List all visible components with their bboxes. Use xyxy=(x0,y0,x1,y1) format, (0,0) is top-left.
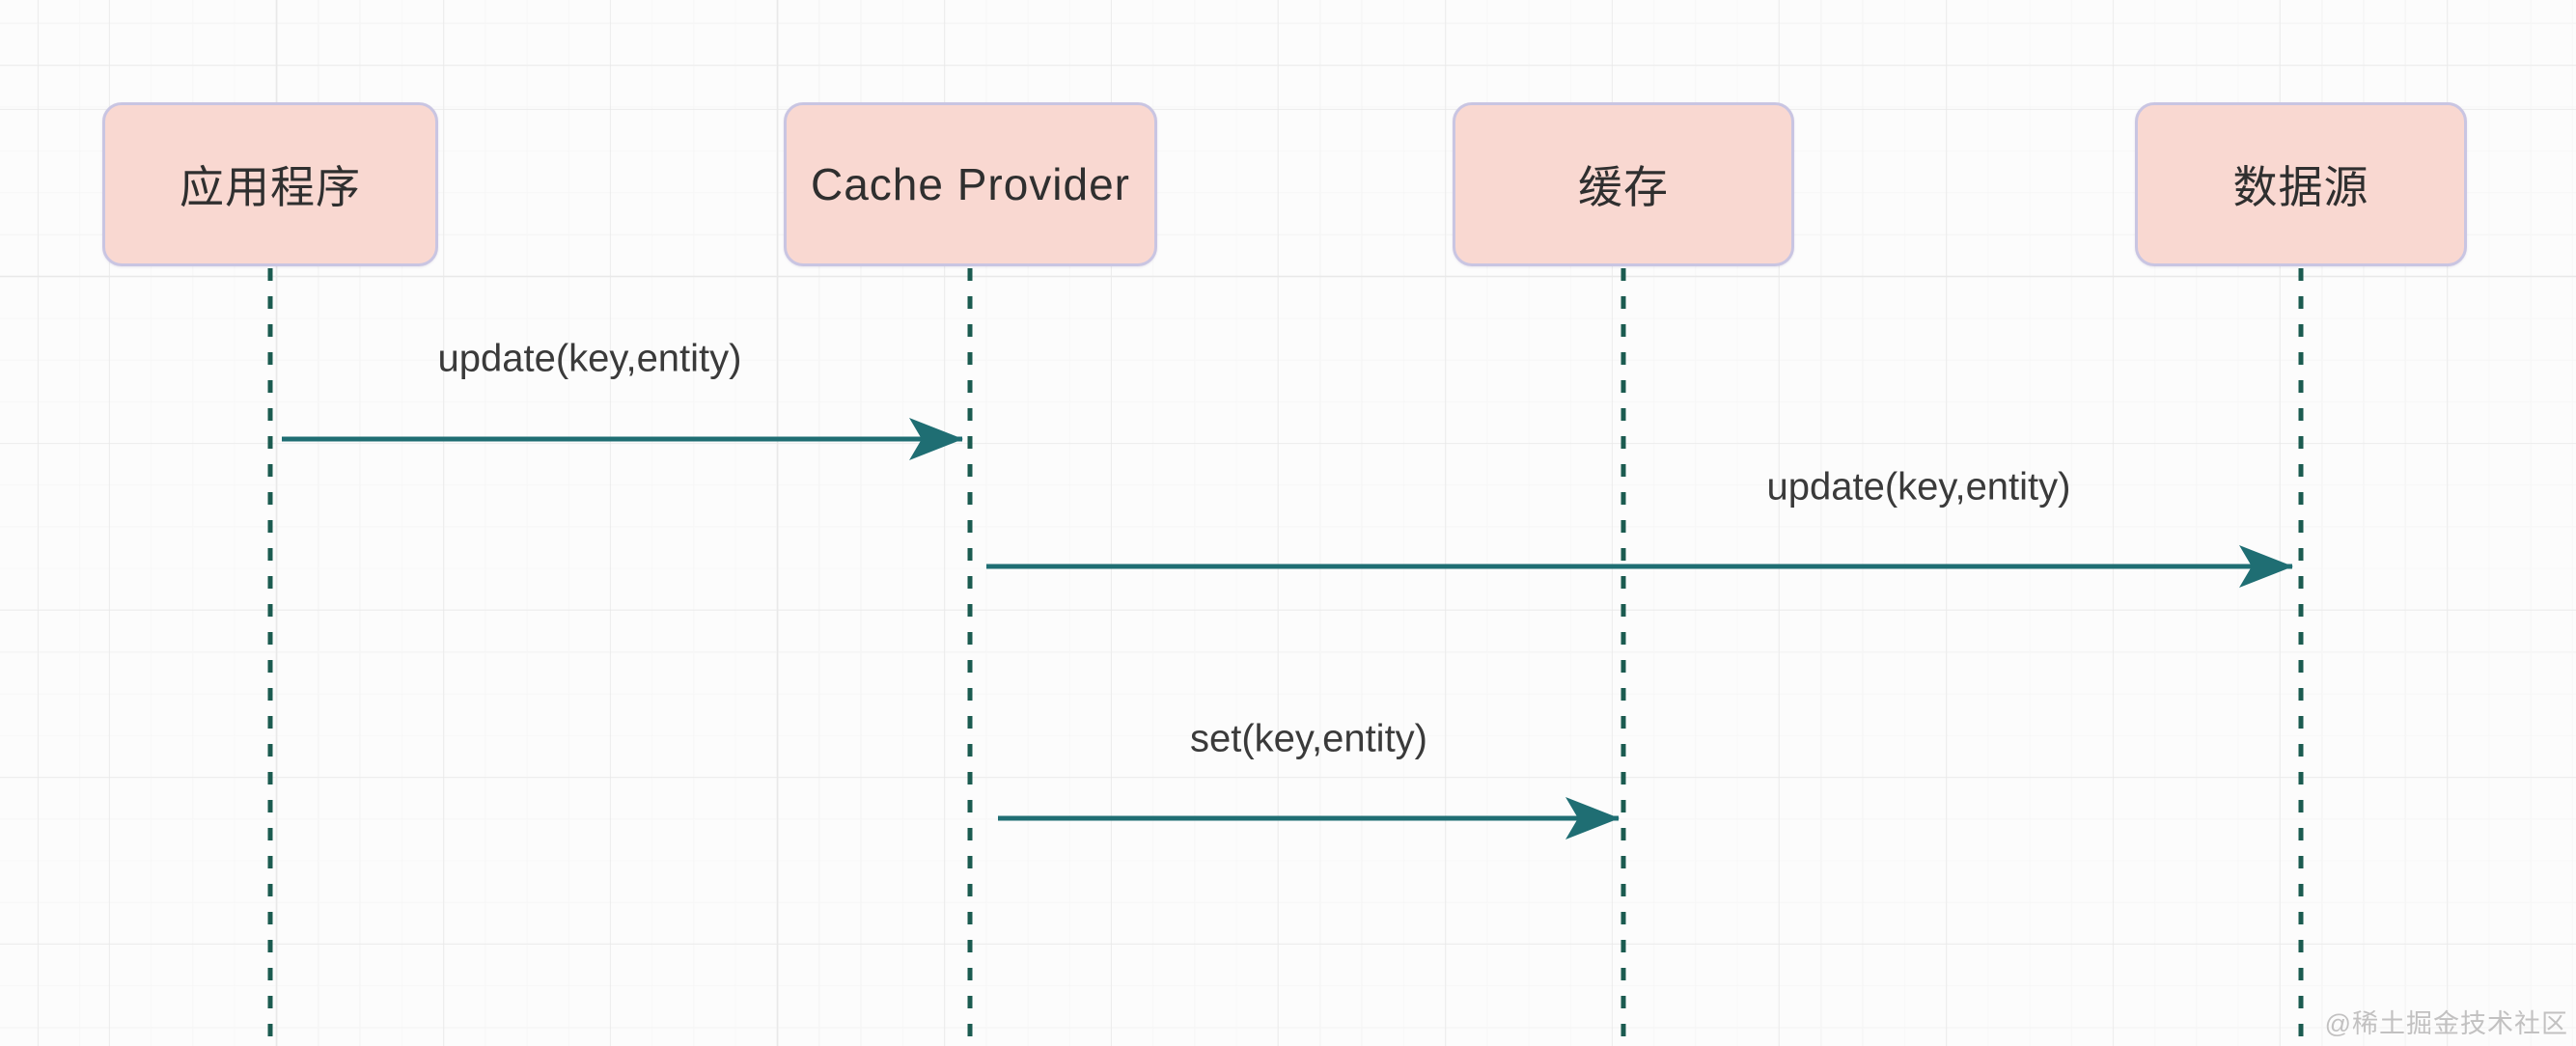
message-label-update-2: update(key,entity) xyxy=(1766,465,2071,509)
actor-label: Cache Provider xyxy=(810,159,1131,209)
actor-label: 应用程序 xyxy=(180,162,361,212)
watermark-text: @稀土掘金技术社区 xyxy=(2324,1009,2568,1038)
actor-label: 缓存 xyxy=(1578,162,1669,212)
actor-box-application: 应用程序 xyxy=(102,102,438,266)
message-label-set: set(key,entity) xyxy=(1190,717,1427,760)
actor-box-cache-provider: Cache Provider xyxy=(784,102,1157,266)
actor-box-data-source: 数据源 xyxy=(2135,102,2467,266)
message-label-update-1: update(key,entity) xyxy=(437,337,742,380)
actor-box-cache: 缓存 xyxy=(1453,102,1794,266)
actor-label: 数据源 xyxy=(2232,162,2369,212)
